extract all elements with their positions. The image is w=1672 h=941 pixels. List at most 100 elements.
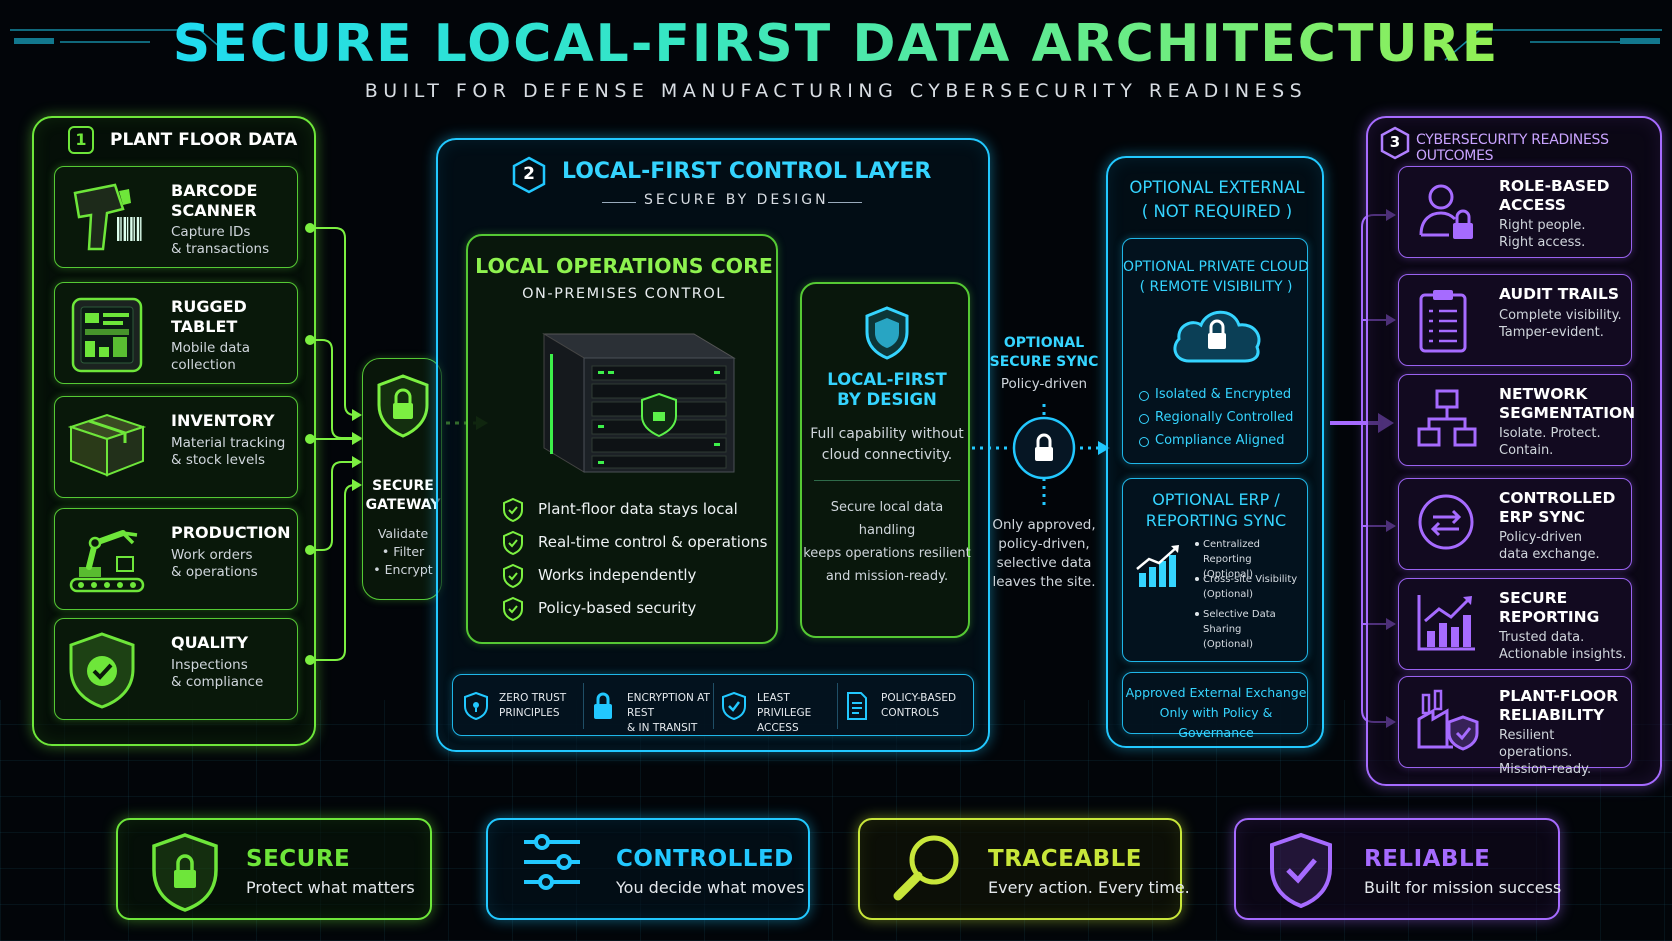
plant-item-desc: Capture IDs & transactions	[171, 224, 270, 257]
plant-item-desc: Material tracking & stock levels	[171, 435, 286, 468]
shield-check-small-icon	[502, 596, 524, 625]
plant-item-desc: Mobile data collection	[171, 340, 250, 373]
outcome-desc: Policy-driven data exchange.	[1499, 530, 1600, 562]
outcome-desc: Trusted data. Actionable insights.	[1499, 630, 1627, 662]
secure-gateway: SECURE GATEWAY Validate • Filter • Encry…	[362, 358, 442, 600]
outcome-title: AUDIT TRAILS	[1499, 285, 1620, 303]
outcome-desc: Complete visibility. Tamper-evident.	[1499, 308, 1622, 340]
gateway-desc: Validate • Filter • Encrypt	[373, 526, 433, 577]
pillar-desc: Protect what matters	[246, 878, 415, 897]
bullet-dot-icon	[1195, 577, 1199, 581]
audit-clipboard-icon	[1415, 287, 1471, 357]
outcome-item-3: CONTROLLED ERP SYNC Policy-driven data e…	[1398, 478, 1632, 570]
outcome-item-4: SECURE REPORTING Trusted data. Actionabl…	[1398, 578, 1632, 670]
divider	[583, 683, 584, 729]
outcome-desc: Isolate. Protect. Contain.	[1499, 426, 1601, 458]
shield-lock-icon	[150, 832, 220, 916]
erp-sync-icon	[1415, 491, 1477, 557]
sliders-icon	[520, 832, 584, 896]
approved-exchange-card: Approved External Exchange Only with Pol…	[1122, 672, 1308, 740]
section-number-badge: 1	[68, 126, 94, 154]
barcode-scanner-icon	[67, 179, 147, 261]
plant-floor-title: PLANT FLOOR DATA	[110, 130, 298, 150]
external-title: OPTIONAL EXTERNAL ( NOT REQUIRED )	[1129, 178, 1305, 221]
outcome-item-5: PLANT-FLOOR RELIABILITY Resilient operat…	[1398, 676, 1632, 777]
pillar-secure: SECURE Protect what matters	[116, 818, 432, 920]
gateway-title: SECURE GATEWAY	[365, 478, 441, 513]
core-title: LOCAL OPERATIONS CORE	[475, 254, 773, 278]
erp-reporting-card: OPTIONAL ERP / REPORTING SYNC Centralize…	[1122, 478, 1308, 662]
outcome-title: PLANT-FLOOR RELIABILITY	[1499, 687, 1619, 724]
shield-check-small-icon	[502, 530, 524, 559]
pillar-desc: Built for mission success	[1364, 878, 1562, 897]
section-number-badge: 3	[1380, 126, 1410, 160]
outcome-item-1: AUDIT TRAILS Complete visibility. Tamper…	[1398, 274, 1632, 366]
local-first-by-design-card: LOCAL-FIRST BY DESIGN Full capability wi…	[800, 282, 971, 638]
title-decoration	[10, 29, 1662, 61]
outcome-title: NETWORK SEGMENTATION	[1499, 385, 1636, 422]
shield-check-icon	[1268, 832, 1334, 912]
bar-chart-icon	[1136, 545, 1179, 587]
plant-item-title: QUALITY	[171, 633, 249, 652]
factory-shield-icon	[1415, 689, 1481, 757]
feature-item: POLICY-BASED CONTROLS	[845, 689, 970, 723]
pillar-controlled: CONTROLLED You decide what moves	[486, 818, 810, 920]
shield-check-small-icon	[502, 497, 524, 526]
plant-item-title: INVENTORY	[171, 411, 275, 430]
plant-item-title: BARCODE SCANNER	[171, 181, 258, 220]
outcome-desc: Resilient operations. Mission-ready.	[1499, 728, 1592, 777]
shield-icon	[865, 306, 909, 360]
design-desc: Full capability without cloud connectivi…	[810, 426, 964, 463]
bullet-dot-icon	[1195, 542, 1199, 546]
role-access-icon	[1415, 179, 1479, 247]
pillar-reliable: RELIABLE Built for mission success	[1234, 818, 1562, 920]
outcome-desc: Right people. Right access.	[1499, 218, 1586, 250]
security-features-strip: ZERO TRUST PRINCIPLES ENCRYPTION AT REST…	[452, 674, 974, 736]
least-privilege-icon	[721, 691, 747, 725]
bullet-dot-icon	[1195, 612, 1199, 616]
shield-check-small-icon	[502, 563, 524, 592]
plant-item-3: PRODUCTION Work orders & operations	[54, 508, 298, 610]
plant-item-1: RUGGED TABLET Mobile data collection	[54, 282, 298, 384]
bullet-circle-icon	[1139, 414, 1149, 424]
plant-item-0: BARCODE SCANNER Capture IDs & transactio…	[54, 166, 298, 268]
sync-title: OPTIONAL SECURE SYNC	[989, 335, 1099, 370]
plant-item-2: INVENTORY Material tracking & stock leve…	[54, 396, 298, 498]
control-layer-title: LOCAL-FIRST CONTROL LAYER	[562, 159, 932, 184]
outcome-title: CONTROLLED ERP SYNC	[1499, 489, 1616, 526]
outcome-item-0: ROLE-BASED ACCESS Right people. Right ac…	[1398, 166, 1632, 258]
plant-item-desc: Work orders & operations	[171, 547, 258, 580]
plant-item-desc: Inspections & compliance	[171, 657, 264, 690]
magnifier-icon	[892, 832, 962, 906]
divider	[837, 683, 838, 729]
page-title: SECURE LOCAL-FIRST DATA ARCHITECTURE	[0, 14, 1672, 74]
pillar-title: TRACEABLE	[988, 846, 1142, 872]
sync-policy: Policy-driven	[1000, 376, 1088, 392]
core-subtitle: ON-PREMISES CONTROL	[522, 286, 726, 302]
cloud-lock-icon	[1173, 310, 1261, 363]
feature-item: ZERO TRUST PRINCIPLES	[463, 689, 588, 723]
sync-desc: Only approved, policy-driven, selective …	[992, 517, 1096, 590]
approved-exchange: Approved External Exchange Only with Pol…	[1125, 685, 1307, 740]
pillar-title: RELIABLE	[1364, 846, 1491, 872]
erp-title: OPTIONAL ERP / REPORTING SYNC	[1145, 490, 1287, 530]
feature-item: LEAST PRIVILEGE ACCESS	[721, 689, 846, 734]
padlock-icon	[591, 691, 615, 725]
feature-item: ENCRYPTION AT REST & IN TRANSIT	[591, 689, 716, 734]
policy-document-icon	[845, 691, 869, 725]
plant-item-title: PRODUCTION	[171, 523, 291, 542]
cloud-title: OPTIONAL PRIVATE CLOUD ( REMOTE VISIBILI…	[1123, 259, 1309, 295]
network-segmentation-icon	[1415, 387, 1479, 455]
server-rack-icon	[542, 333, 736, 473]
outcome-title: ROLE-BASED ACCESS	[1499, 177, 1610, 214]
pillar-title: CONTROLLED	[616, 846, 794, 872]
section-number-badge: 2	[512, 156, 546, 194]
page-subtitle: BUILT FOR DEFENSE MANUFACTURING CYBERSEC…	[364, 80, 1308, 102]
local-operations-core: LOCAL OPERATIONS CORE ON-PREMISES CONTRO…	[466, 234, 778, 644]
zero-trust-icon	[463, 691, 489, 725]
quality-shield-icon	[67, 631, 137, 713]
outcome-title: SECURE REPORTING	[1499, 589, 1600, 626]
design-desc-2: Secure local data handling keeps operati…	[803, 500, 971, 584]
